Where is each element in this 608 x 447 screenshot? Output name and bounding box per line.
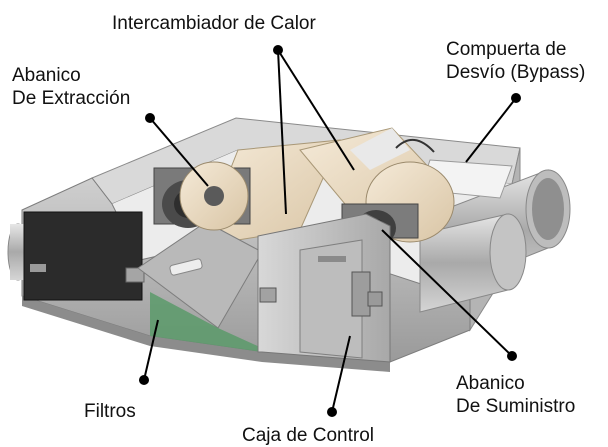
label-supply-fan-line2: De Suministro	[456, 396, 576, 417]
leader-control-box	[331, 335, 351, 413]
label-exhaust-fan: Abanico De Extracción	[12, 64, 130, 110]
housing-base	[22, 296, 390, 372]
label-filters-text: Filtros	[84, 401, 136, 422]
control-box	[257, 213, 391, 363]
leader-bypass	[465, 97, 517, 163]
leader-lines	[143, 49, 517, 413]
leader-exhaust-fan	[149, 117, 209, 187]
label-bypass-damper-line1: Compuerta de	[446, 39, 567, 60]
leader-exchanger-a	[277, 49, 287, 215]
leader-dots	[139, 45, 521, 417]
label-heat-exchanger-text: Intercambiador de Calor	[112, 13, 316, 34]
access-panel	[23, 211, 145, 301]
label-control-box: Caja de Control	[242, 424, 374, 447]
label-supply-fan: Abanico De Suministro	[456, 372, 575, 418]
leader-supply-fan	[381, 229, 513, 357]
label-bypass-damper-line2: Desvío (Bypass)	[446, 62, 586, 83]
fan-icon	[153, 161, 251, 231]
leader-exchanger-b	[277, 49, 355, 171]
label-filters: Filtros	[84, 400, 136, 423]
label-supply-fan-line1: Abanico	[456, 373, 525, 394]
label-heat-exchanger: Intercambiador de Calor	[112, 12, 316, 35]
label-bypass-damper: Compuerta de Desvío (Bypass)	[446, 38, 585, 84]
label-exhaust-fan-line2: De Extracción	[12, 88, 131, 109]
label-exhaust-fan-line1: Abanico	[12, 65, 81, 86]
label-control-box-text: Caja de Control	[242, 425, 375, 446]
filter	[150, 292, 262, 352]
fan-icon	[341, 161, 455, 246]
duct-icon	[7, 223, 29, 281]
leader-filters	[143, 319, 159, 381]
